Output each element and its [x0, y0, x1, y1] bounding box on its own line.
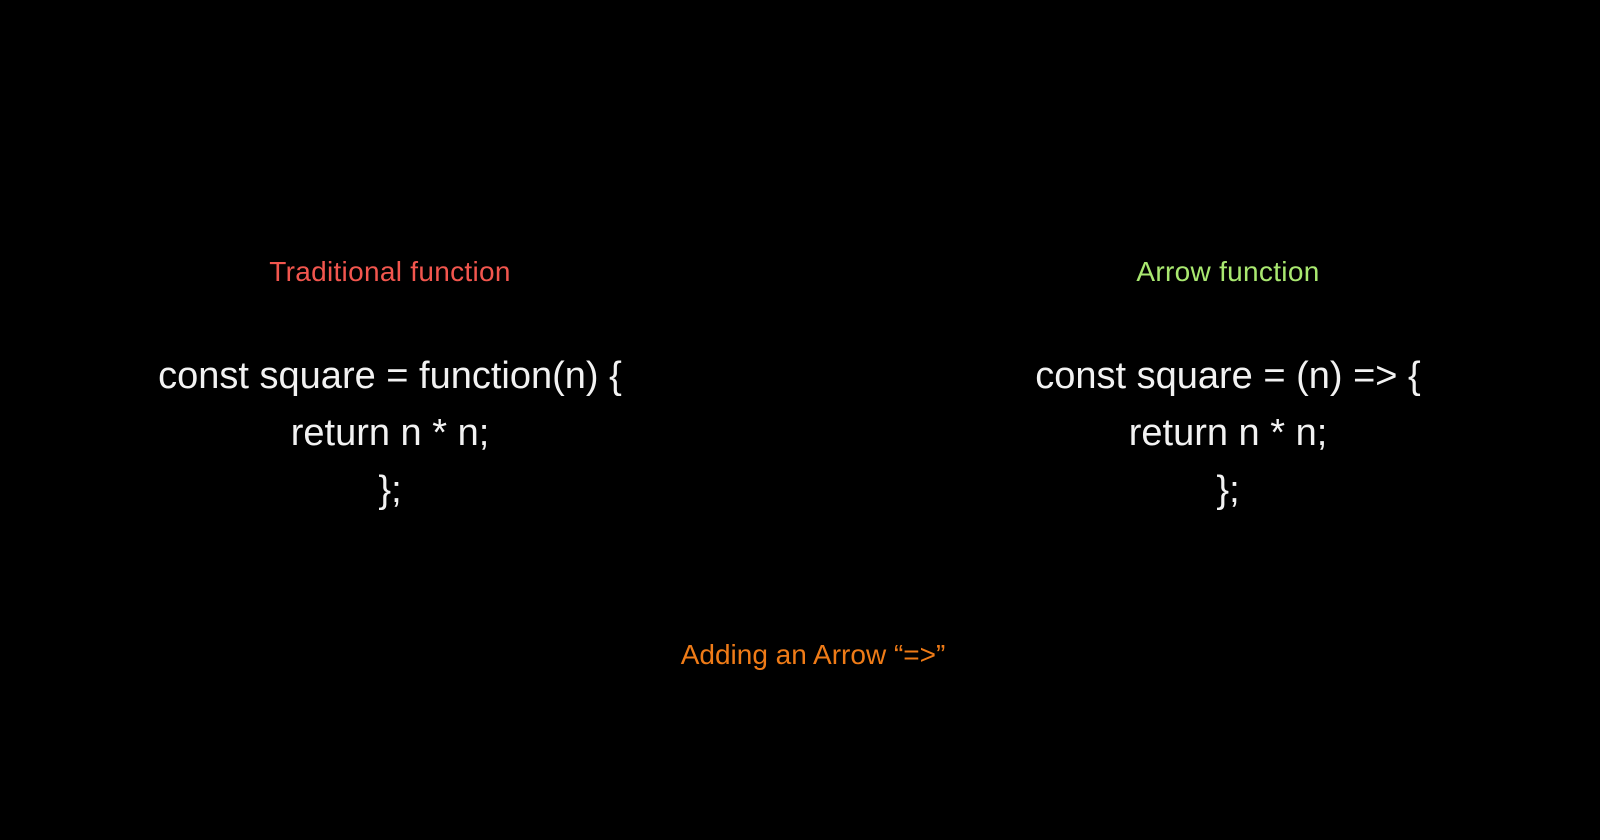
code-line: const square = (n) => {: [1035, 355, 1421, 397]
code-line: const square = function(n) {: [158, 355, 622, 397]
code-line: };: [378, 469, 402, 511]
code-line: };: [1216, 469, 1240, 511]
arrow-function-title: Arrow function: [1136, 256, 1320, 287]
arrow-function-code: const square = (n) => { return n * n; };: [928, 348, 1528, 519]
traditional-function-title: Traditional function: [269, 256, 511, 287]
code-line: return n * n;: [1128, 412, 1328, 454]
arrow-function-panel: Arrow function const square = (n) => { r…: [928, 258, 1528, 519]
caption-adding-arrow: Adding an Arrow “=>”: [680, 639, 946, 670]
traditional-function-panel: Traditional function const square = func…: [80, 258, 700, 519]
traditional-function-code: const square = function(n) { return n * …: [80, 348, 700, 519]
code-line: return n * n;: [290, 412, 490, 454]
